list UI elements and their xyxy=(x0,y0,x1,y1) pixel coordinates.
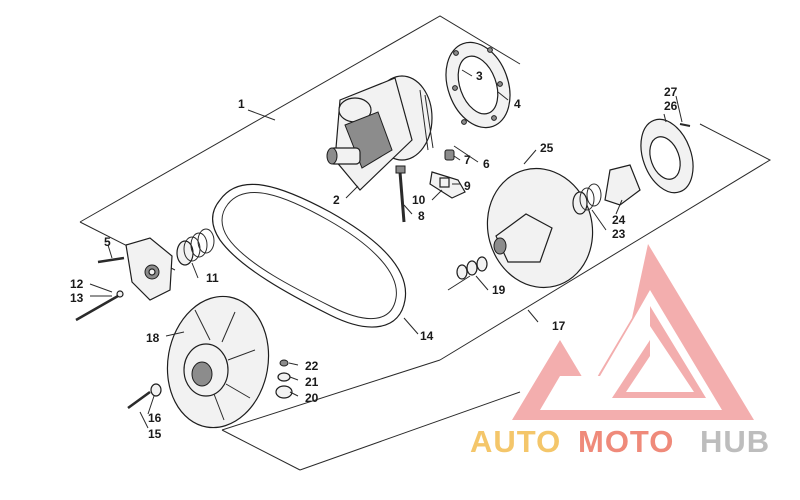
part-label-10: 10 xyxy=(412,193,426,207)
part-label-14: 14 xyxy=(420,329,434,343)
hardware-stack xyxy=(275,359,293,399)
part-label-25: 25 xyxy=(540,141,554,155)
cover-plate xyxy=(445,41,511,129)
driven-sheave xyxy=(166,295,270,429)
part-label-8: 8 xyxy=(418,209,425,223)
part-label-4: 4 xyxy=(514,97,521,111)
part-label-12: 12 xyxy=(70,277,84,291)
clutch-cover xyxy=(640,118,694,194)
long-bolt xyxy=(395,165,406,223)
drive-belt xyxy=(211,183,407,328)
part-label-21: 21 xyxy=(305,375,319,389)
part-label-18: 18 xyxy=(146,331,160,345)
drive-clutch-housing xyxy=(326,75,434,191)
watermark-hub: HUB xyxy=(700,424,770,459)
screw-27 xyxy=(679,123,691,127)
part-label-17: 17 xyxy=(552,319,566,333)
watermark-logo xyxy=(512,244,754,420)
part-labels: 1 2 3 4 5 6 7 8 9 10 11 12 13 14 15 16 1… xyxy=(70,69,678,441)
cam xyxy=(604,164,641,206)
spring xyxy=(176,228,215,266)
part-label-6: 6 xyxy=(483,157,490,171)
part-label-20: 20 xyxy=(305,391,319,405)
part-label-11: 11 xyxy=(206,271,219,285)
spider-plate xyxy=(125,237,173,301)
roller-arm-assembly xyxy=(429,149,466,199)
part-label-19: 19 xyxy=(492,283,506,297)
part-label-2: 2 xyxy=(333,193,340,207)
spring-23 xyxy=(572,183,602,215)
bolt-15 xyxy=(127,383,162,410)
part-label-3: 3 xyxy=(476,69,483,83)
watermark-auto: AUTO xyxy=(470,424,561,459)
watermark-moto: MOTO xyxy=(578,424,674,459)
bolt-5 xyxy=(97,256,125,264)
part-label-22: 22 xyxy=(305,359,319,373)
part-label-1: 1 xyxy=(238,97,245,111)
leader-lines xyxy=(89,69,683,429)
part-label-5: 5 xyxy=(104,235,111,249)
part-label-26: 26 xyxy=(664,99,678,113)
part-label-23: 23 xyxy=(612,227,626,241)
part-label-15: 15 xyxy=(148,427,162,441)
driven-clutch-sheave xyxy=(486,167,594,289)
long-bolt-13 xyxy=(75,290,124,322)
assembly-outline-17 xyxy=(221,123,772,471)
spacer-rings xyxy=(456,256,488,280)
part-label-7: 7 xyxy=(464,153,471,167)
part-label-16: 16 xyxy=(148,411,162,425)
watermark-text: AUTO MOTO HUB xyxy=(470,424,770,459)
part-label-24: 24 xyxy=(612,213,626,227)
part-label-27: 27 xyxy=(664,85,678,99)
part-label-9: 9 xyxy=(464,179,471,193)
part-label-13: 13 xyxy=(70,291,84,305)
